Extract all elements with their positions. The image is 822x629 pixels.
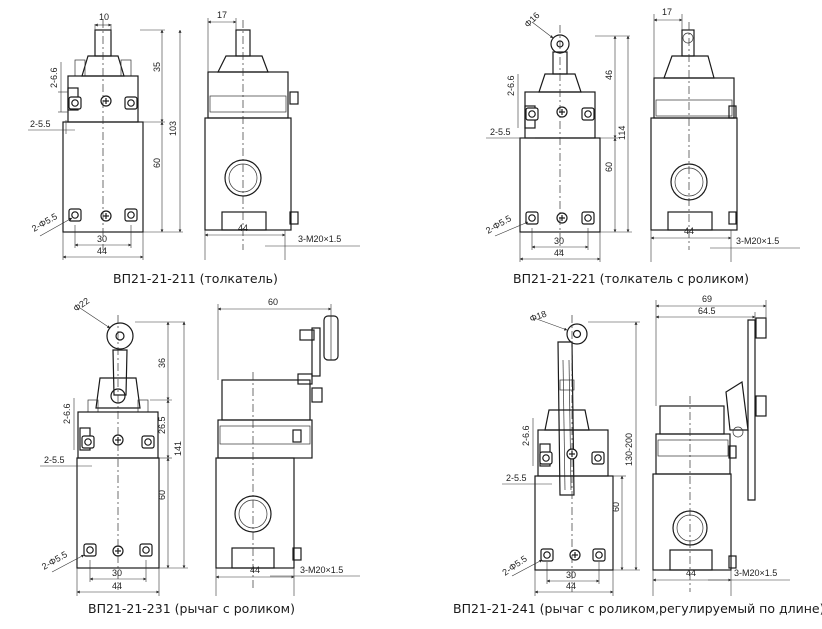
- dim-221-w1: 30: [554, 236, 564, 246]
- dim-211-side-w: 44: [238, 223, 248, 233]
- dim-241-d2: 60: [611, 502, 621, 512]
- dims-side-221: 17 44 3-M20×1.5: [650, 7, 800, 262]
- dim-241-w1: 30: [566, 570, 576, 580]
- dim-211-left1: 2-6.6: [49, 67, 59, 88]
- dim-211-w1: 30: [97, 234, 107, 244]
- dim-221-w2: 44: [554, 248, 564, 258]
- dim-221-left2: 2-5.5: [490, 127, 511, 137]
- caption-241: ВП21-21-241 (рычаг с роликом,регулируемы…: [453, 601, 822, 616]
- dims-front-221: Φ16 46 114 60 2-6.6 2-5.5 2-Φ5.5 30 44: [484, 10, 632, 262]
- dim-231-thread: 3-M20×1.5: [300, 565, 343, 575]
- side-view-221: [650, 22, 738, 250]
- side-view-211: [204, 20, 299, 250]
- dim-241-w2: 44: [566, 581, 576, 591]
- dim-231-w2: 44: [112, 581, 122, 591]
- dim-211-w2: 44: [97, 246, 107, 256]
- front-view-231: [76, 315, 160, 590]
- dim-241-holes: 2-Φ5.5: [500, 554, 528, 578]
- side-view-231: [215, 315, 339, 590]
- dim-231-side-top: 60: [268, 297, 278, 307]
- dim-241-total: 130-200: [624, 433, 634, 466]
- dim-211-d2: 60: [152, 158, 162, 168]
- side-view-241: [652, 317, 767, 592]
- dim-231-d3: 26.5: [157, 416, 167, 434]
- drawing-231: Φ22 36 26.5 141 60 2-6.6 2-5.5 2-Φ5.5 30: [40, 296, 360, 616]
- dim-231-left1: 2-6.6: [62, 403, 72, 424]
- dim-211-total: 103: [168, 121, 178, 136]
- dim-221-side-top: 17: [662, 7, 672, 17]
- dim-231-total: 141: [173, 441, 183, 456]
- dims-front-211: 10 35 103 60 2-6.6 2-5.5 2-Φ5.5 30: [28, 12, 183, 260]
- dim-231-d1: 36: [157, 358, 167, 368]
- dim-211-thread: 3-M20×1.5: [298, 234, 341, 244]
- dim-211-top: 10: [99, 12, 109, 22]
- caption-211: ВП21-21-211 (толкатель): [113, 271, 278, 286]
- drawing-211: 10 35 103 60 2-6.6 2-5.5 2-Φ5.5 30: [28, 10, 360, 286]
- dim-221-holes: 2-Φ5.5: [484, 213, 513, 236]
- dims-side-211: 17 44 3-M20×1.5: [204, 10, 360, 260]
- dim-221-d2: 60: [604, 162, 614, 172]
- dim-221-left1: 2-6.6: [506, 75, 516, 96]
- dim-211-d1: 35: [152, 62, 162, 72]
- front-view-241: [534, 315, 614, 592]
- dim-211-left2: 2-5.5: [30, 119, 51, 129]
- caption-231: ВП21-21-231 (рычаг с роликом): [88, 601, 295, 616]
- dim-211-holes: 2-Φ5.5: [30, 211, 59, 234]
- dim-221-roller: Φ16: [522, 10, 541, 29]
- dims-side-231: 60 44 3-M20×1.5: [215, 297, 360, 596]
- front-view-221: [519, 25, 601, 252]
- dim-241-left2: 2-5.5: [506, 473, 527, 483]
- dims-side-241: 69 64.5 44 3-M20×1.5: [652, 294, 790, 596]
- dim-231-d2: 60: [157, 490, 167, 500]
- dims-front-231: Φ22 36 26.5 141 60 2-6.6 2-5.5 2-Φ5.5 30: [40, 296, 188, 596]
- dim-221-d1: 46: [604, 70, 614, 80]
- dim-231-w1: 30: [112, 568, 122, 578]
- dim-241-left1: 2-6.6: [521, 425, 531, 446]
- dim-221-side-w: 44: [684, 226, 694, 236]
- dim-241-side-top1: 69: [702, 294, 712, 304]
- dim-231-holes: 2-Φ5.5: [40, 549, 69, 572]
- drawing-221: Φ16 46 114 60 2-6.6 2-5.5 2-Φ5.5 30 44: [484, 7, 800, 286]
- dim-221-total: 114: [617, 126, 627, 140]
- dim-241-side-w: 44: [686, 568, 696, 578]
- dim-221-thread: 3-M20×1.5: [736, 236, 779, 246]
- dim-231-left2: 2-5.5: [44, 455, 65, 465]
- dim-231-roller: Φ22: [71, 296, 91, 314]
- dim-241-roller: Φ18: [528, 309, 548, 324]
- drawing-241: Φ18 130-200 60 2-6.6 2-5.5 2-Φ5.5 30 44: [453, 294, 822, 616]
- dim-241-thread: 3-M20×1.5: [734, 568, 777, 578]
- caption-221: ВП21-21-221 (толкатель с роликом): [513, 271, 749, 286]
- dim-231-side-w: 44: [250, 565, 260, 575]
- front-view-211: [62, 20, 144, 250]
- dim-241-side-top2: 64.5: [698, 306, 716, 316]
- dim-211-side-top: 17: [217, 10, 227, 20]
